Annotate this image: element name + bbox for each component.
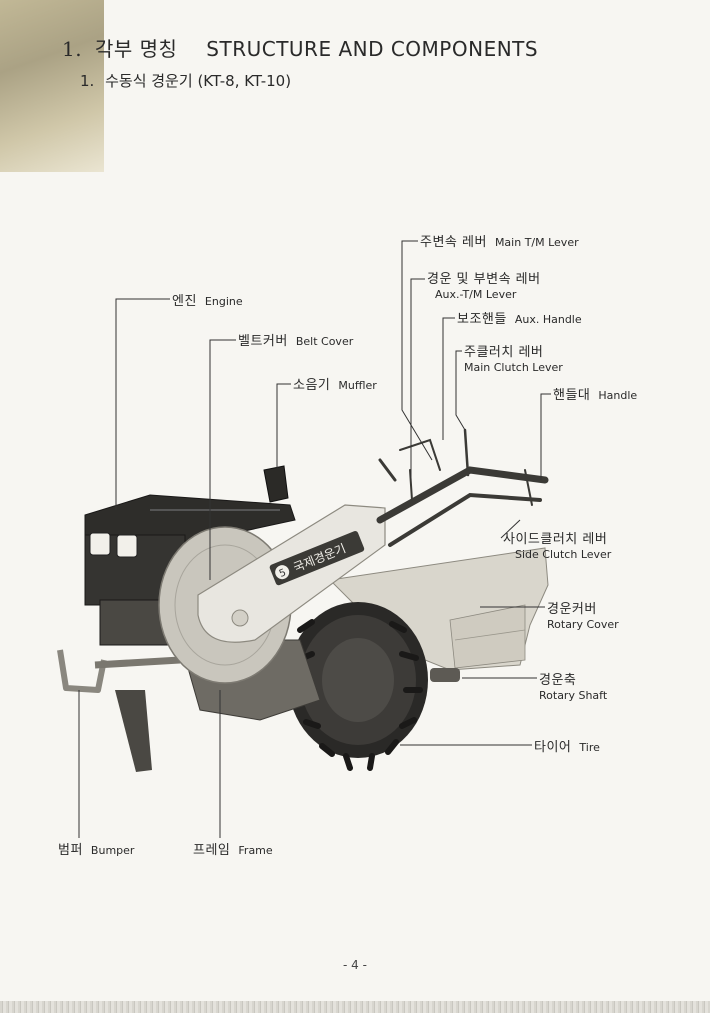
subheading-korean: 수동식 경운기: [105, 72, 193, 90]
label-aux-handle: 보조핸들 Aux. Handle: [457, 311, 582, 327]
subheading-models: (KT-8, KT-10): [197, 72, 292, 90]
label-frame-en: Frame: [238, 844, 273, 857]
label-rotary-cover-ko: 경운커버: [547, 602, 597, 617]
label-aux-tm-lever-ko: 경운 및 부변속 레버: [427, 272, 541, 287]
label-aux-tm-lever-en: Aux.-T/M Lever: [435, 288, 517, 301]
label-bumper: 범퍼 Bumper: [58, 842, 134, 858]
heading-korean: 각부 명칭: [94, 37, 178, 61]
label-tire-en: Tire: [579, 741, 600, 754]
tire-shape: [288, 602, 428, 771]
label-muffler-en: Muffler: [338, 379, 377, 392]
label-main-tm-lever-en: Main T/M Lever: [494, 236, 579, 249]
page-number: - 4 -: [343, 958, 367, 972]
label-belt-cover-en: Belt Cover: [295, 335, 354, 348]
label-belt-cover-ko: 벨트커버: [238, 334, 288, 349]
label-handle-ko: 핸들대: [553, 388, 591, 403]
label-muffler-ko: 소음기: [293, 378, 331, 393]
label-main-tm-lever-ko: 주변속 레버: [420, 235, 487, 250]
heading-number: 1.: [62, 37, 83, 61]
label-bumper-en: Bumper: [90, 844, 135, 857]
label-rotary-shaft-ko: 경운축: [539, 673, 577, 688]
leader-lines: [78, 240, 551, 838]
page-stain: [0, 0, 104, 172]
label-aux-handle-ko: 보조핸들: [457, 312, 507, 327]
muffler-shape: [263, 465, 289, 503]
label-muffler: 소음기 Muffler: [293, 377, 377, 393]
section-heading: 1. 각부 명칭 STRUCTURE AND COMPONENTS: [62, 33, 538, 62]
engine-shape: [84, 494, 296, 646]
label-main-tm-lever: 주변속 레버 Main T/M Lever: [420, 234, 579, 250]
bumper-shape: [57, 649, 181, 772]
label-belt-cover: 벨트커버 Belt Cover: [238, 333, 353, 349]
label-main-clutch-lever: 주클러치 레버 Main Clutch Lever: [464, 344, 563, 375]
label-side-clutch-lever: 사이드클러치 레버 Side Clutch Lever: [503, 531, 611, 562]
label-frame-ko: 프레임: [193, 843, 231, 858]
label-side-clutch-lever-ko: 사이드클러치 레버: [503, 532, 608, 547]
label-main-clutch-lever-ko: 주클러치 레버: [464, 345, 544, 360]
subheading-number: 1.: [80, 72, 95, 90]
sub-heading: 1. 수동식 경운기 (KT-8, KT-10): [80, 70, 291, 91]
label-rotary-shaft: 경운축 Rotary Shaft: [539, 672, 607, 703]
label-engine-en: Engine: [204, 295, 243, 308]
handle-shape: [376, 428, 549, 547]
label-rotary-cover-en: Rotary Cover: [547, 618, 619, 631]
heading-english: STRUCTURE AND COMPONENTS: [206, 37, 539, 61]
label-rotary-cover: 경운커버 Rotary Cover: [547, 601, 619, 632]
label-bumper-ko: 범퍼: [58, 843, 83, 858]
rotary-shaft-shape: [430, 668, 460, 682]
label-aux-handle-en: Aux. Handle: [514, 313, 582, 326]
label-engine-ko: 엔진: [172, 294, 197, 309]
label-tire-ko: 타이어: [534, 740, 572, 755]
scan-edge: [0, 1001, 710, 1013]
label-side-clutch-lever-en: Side Clutch Lever: [515, 548, 612, 561]
label-rotary-shaft-en: Rotary Shaft: [539, 689, 608, 702]
label-aux-tm-lever: 경운 및 부변속 레버 Aux.-T/M Lever: [427, 271, 541, 302]
label-main-clutch-lever-en: Main Clutch Lever: [464, 361, 563, 374]
label-engine: 엔진 Engine: [172, 293, 243, 309]
label-tire: 타이어 Tire: [534, 739, 600, 755]
label-frame: 프레임 Frame: [193, 842, 273, 858]
label-handle-en: Handle: [598, 389, 638, 402]
label-handle: 핸들대 Handle: [553, 387, 637, 403]
rotary-cover-shape: [328, 547, 549, 671]
nameplate-badge: 5: [278, 567, 288, 580]
